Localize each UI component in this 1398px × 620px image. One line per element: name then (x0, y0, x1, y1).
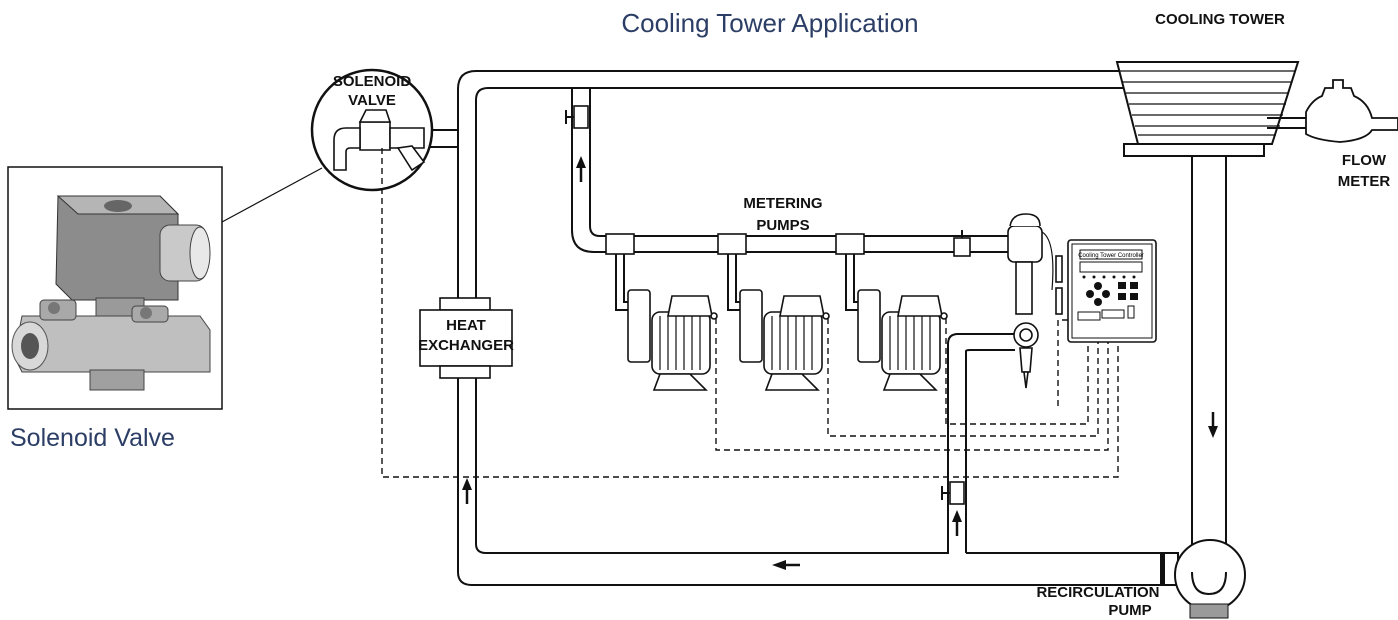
controller: Cooling Tower Controller (1055, 239, 1157, 343)
solenoid-valve-zoom (310, 68, 458, 192)
recirc-label-1: RECIRCULATION (1036, 584, 1159, 601)
arrow-icon (576, 156, 586, 182)
heat-exchanger (419, 297, 513, 379)
check-valve-return (941, 481, 965, 505)
metering-pump-3 (857, 289, 948, 391)
recirculation-pump (1160, 539, 1246, 619)
heat-label-1: HEAT (446, 317, 486, 334)
flow-meter (1267, 79, 1398, 143)
arrow-icon (462, 478, 472, 504)
photo-caption: Solenoid Valve (10, 424, 175, 452)
cooling-tower-label: COOLING TOWER (1155, 11, 1285, 28)
arrow-icon (952, 510, 962, 536)
arrow-icon (1208, 412, 1218, 438)
metering-pump-1 (627, 289, 718, 391)
flow-meter-label-2: METER (1338, 173, 1391, 190)
metering-label-1: METERING (743, 195, 822, 212)
solenoid-label-2: VALVE (348, 92, 396, 109)
solenoid-label-1: SOLENOID (333, 73, 412, 90)
signal-wiring (381, 148, 1119, 478)
cooling-tower (1115, 61, 1300, 157)
solenoid-valve-photo (7, 166, 223, 410)
flow-meter-label-1: FLOW (1342, 152, 1387, 169)
flow-arrows (462, 156, 1218, 570)
chemical-feed-piping (565, 88, 1054, 389)
arrow-icon (772, 560, 800, 570)
diagram-title: Cooling Tower Application (621, 8, 918, 38)
recirc-label-2: PUMP (1108, 602, 1151, 619)
metering-label-2: PUMPS (756, 217, 809, 234)
metering-pump-2 (739, 289, 830, 391)
zoom-connector (221, 167, 323, 223)
controller-screen-text: Cooling Tower Controller (1078, 253, 1144, 259)
heat-label-2: EXCHANGER (418, 337, 514, 354)
